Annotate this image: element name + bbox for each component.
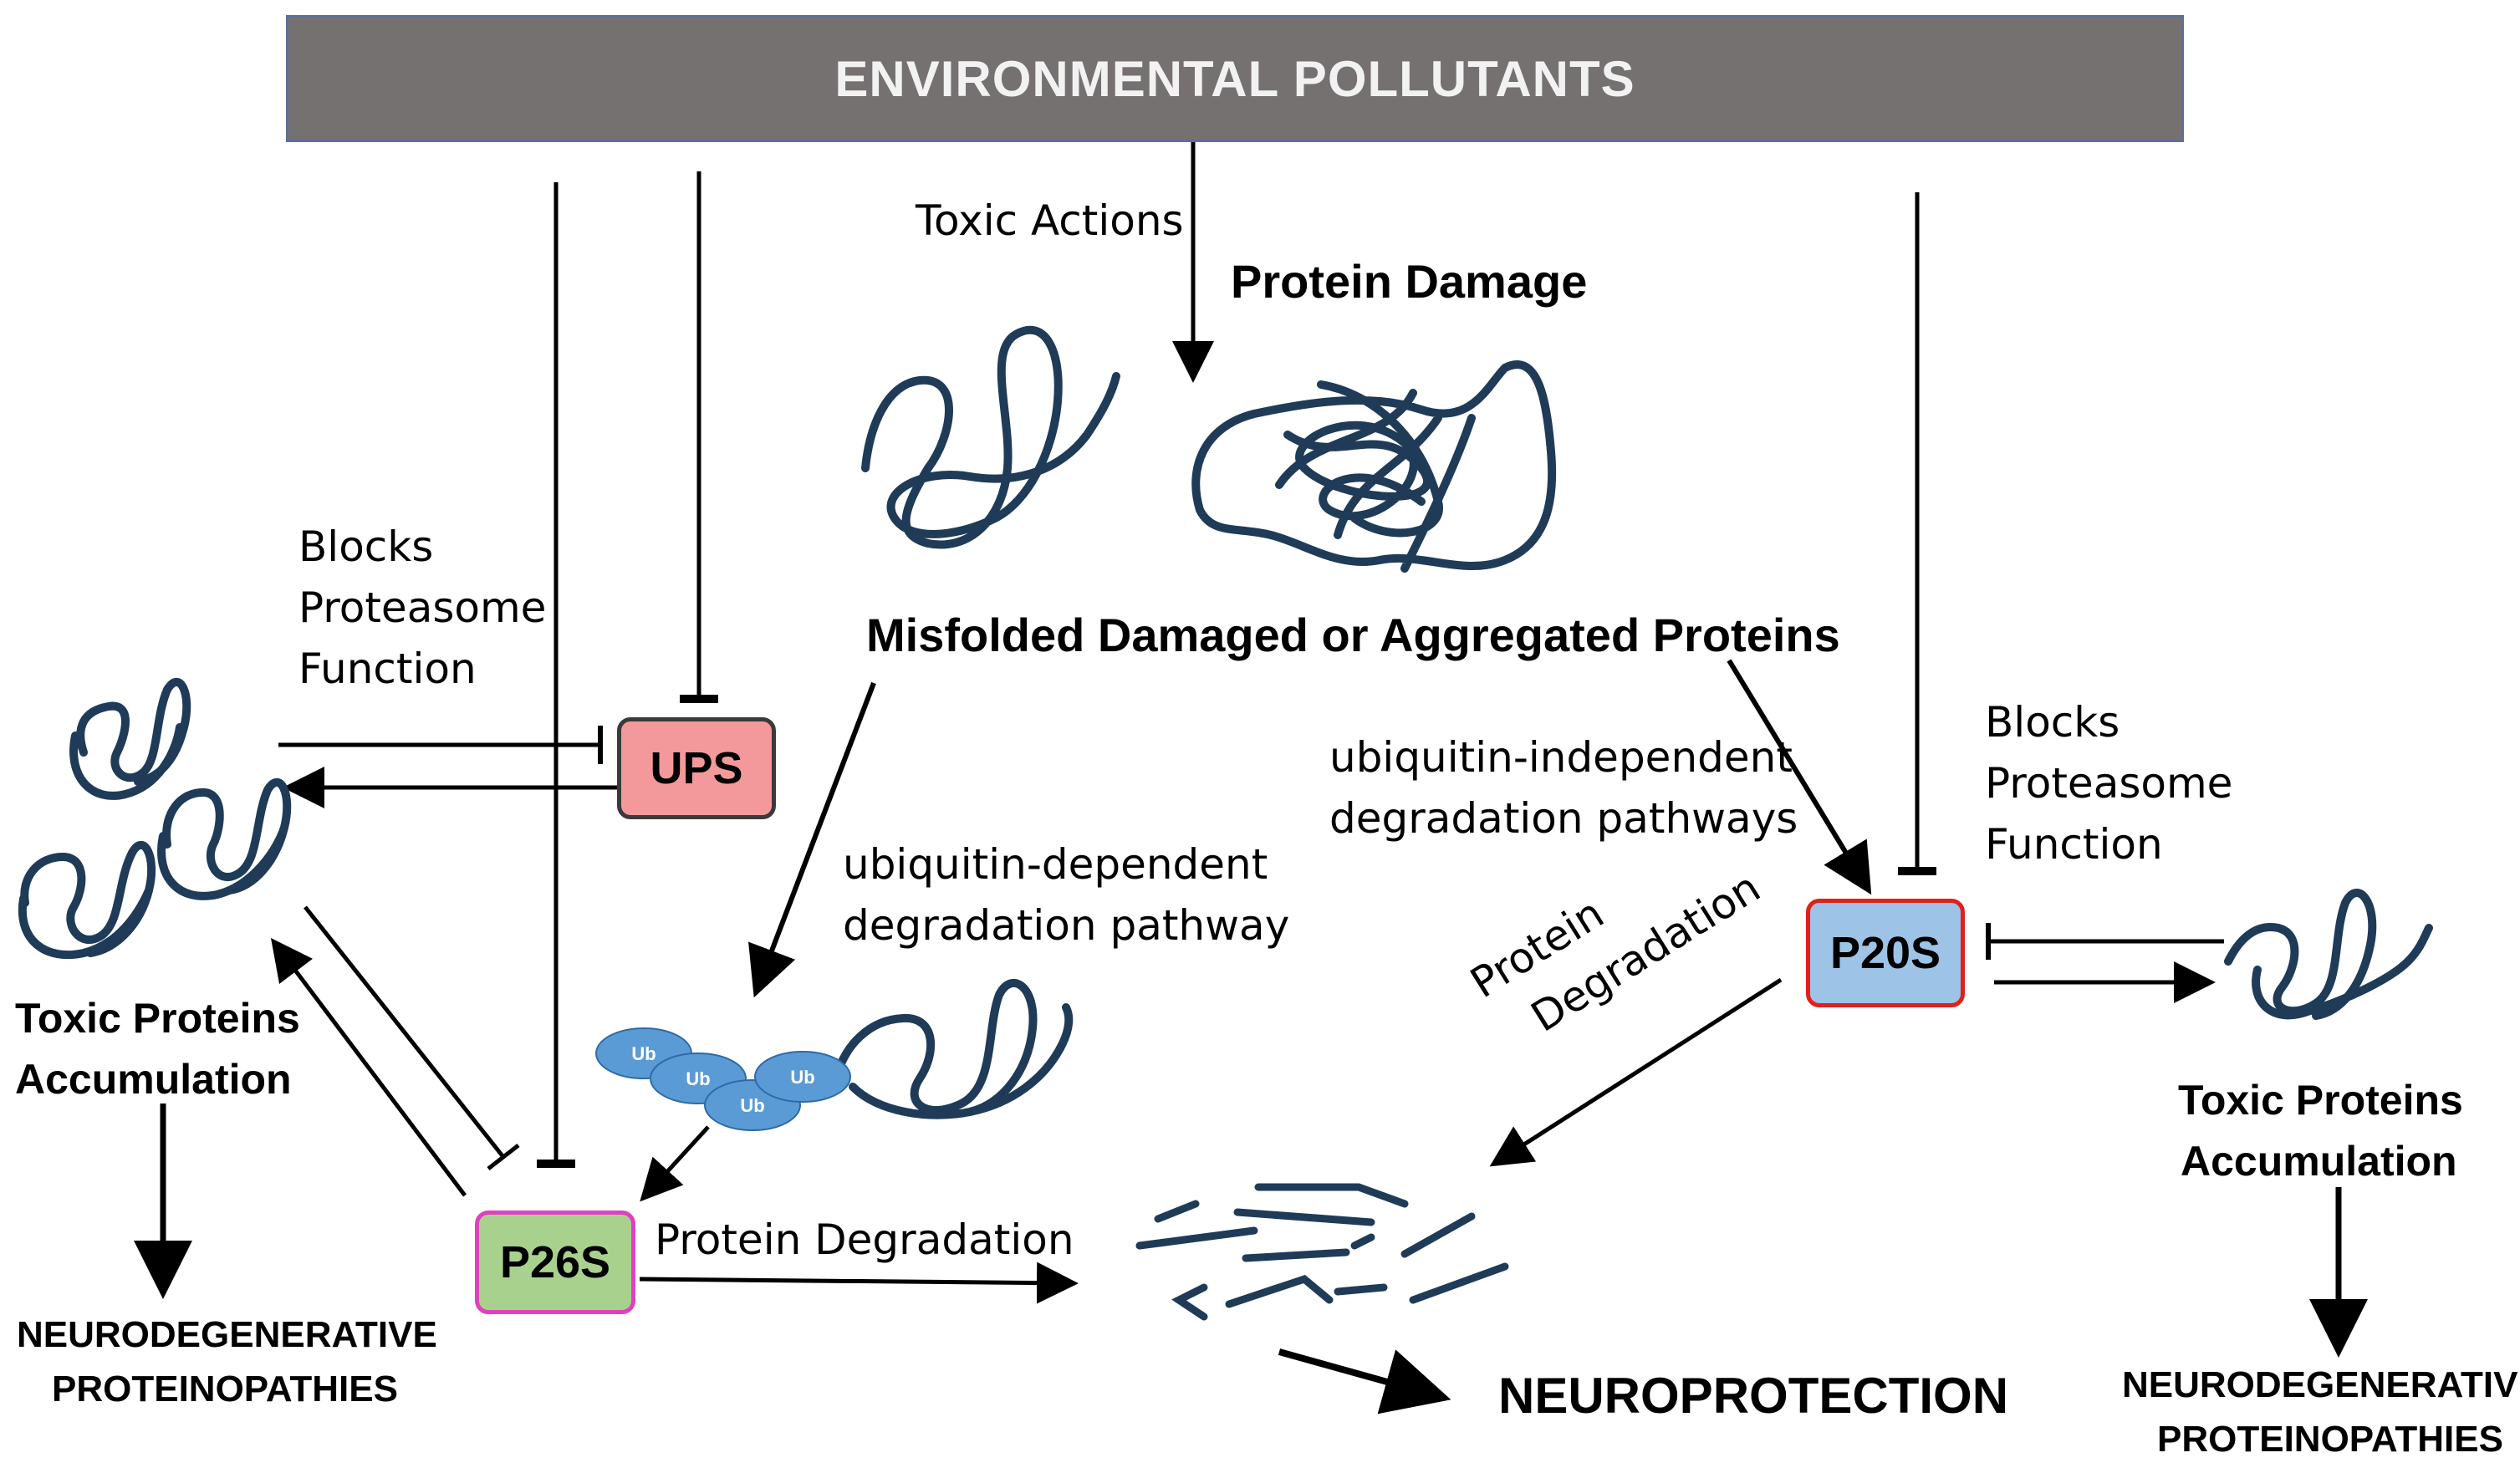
ub-dependent-line2: degradation pathway xyxy=(843,901,1290,950)
peptide-fragment-icon xyxy=(1135,1226,1258,1250)
right-blocks-line2: Proteasome xyxy=(1985,759,2233,808)
environmental-pollutants-banner: ENVIRONMENTAL POLLUTANTS xyxy=(286,15,2184,142)
banner-title: ENVIRONMENTAL POLLUTANTS xyxy=(834,50,1635,107)
ub-to-p26s-arrow-icon xyxy=(640,1125,710,1202)
ubiquitin-cluster: Ub Ub Ub Ub xyxy=(595,1027,851,1131)
right-blocks-line3: Function xyxy=(1985,820,2163,869)
ub-label: Ub xyxy=(740,1095,764,1116)
ub-dependent-arrow-icon xyxy=(748,681,876,998)
protein-damage-label: Protein Damage xyxy=(1231,255,1588,308)
ubiquitin-icon xyxy=(754,1051,851,1103)
left-outcome-line2: PROTEINOPATHIES xyxy=(52,1369,398,1409)
left-blocks-line3: Function xyxy=(298,645,477,693)
ub-label: Ub xyxy=(631,1043,656,1064)
right-outcome-line2: PROTEINOPATHIES xyxy=(2157,1419,2503,1460)
degradation-left-label: Protein Degradation xyxy=(655,1216,1074,1264)
peptide-fragment-icon xyxy=(1242,1248,1350,1262)
left-blocks-line1: Blocks xyxy=(298,522,434,571)
toxic-inhibit-p26s-line xyxy=(304,905,505,1159)
protein-coil-icon xyxy=(861,325,1120,549)
peptide-fragment-icon xyxy=(1225,1274,1334,1308)
ups-box: UPS xyxy=(617,717,776,819)
peptide-fragment-icon xyxy=(1154,1200,1200,1223)
toxic-actions-label: Toxic Actions xyxy=(916,196,1184,245)
right-toxic-line2: Accumulation xyxy=(2181,1138,2457,1185)
inhibition-bar-icon xyxy=(487,1144,520,1170)
peptide-fragments xyxy=(1135,1183,1509,1321)
peptide-fragment-icon xyxy=(1171,1283,1208,1321)
neuroprotection-label: NEUROPROTECTION xyxy=(1498,1368,2009,1424)
p26s-degradation-arrow-icon xyxy=(639,1262,1079,1304)
peptide-fragment-icon xyxy=(1334,1283,1388,1296)
p26s-box: P26S xyxy=(475,1211,635,1314)
left-outcome-line1: NEURODEGENERATIVE xyxy=(17,1314,437,1355)
ub-independent-line2: degradation pathways xyxy=(1329,794,1798,843)
protein-coil-icon xyxy=(157,777,292,900)
protein-coil-icon xyxy=(832,979,1074,1119)
ub-independent-line1: ubiquitin-independent xyxy=(1329,733,1793,782)
peptide-fragment-icon xyxy=(1400,1212,1476,1258)
ub-dependent-line1: ubiquitin-dependent xyxy=(843,840,1268,889)
ub-label: Ub xyxy=(686,1068,710,1089)
p20s-box: P20S xyxy=(1806,899,1965,1007)
protein-coil-icon xyxy=(2224,889,2433,1020)
right-toxic-line1: Toxic Proteins xyxy=(2178,1077,2463,1124)
ub-independent-arrow-icon xyxy=(1727,659,1872,895)
ub-label: Ub xyxy=(790,1067,814,1088)
right-blocks-line1: Blocks xyxy=(1985,698,2120,747)
peptide-fragment-icon xyxy=(1350,1233,1375,1250)
protein-coil-icon xyxy=(18,840,156,960)
left-toxic-line1: Toxic Proteins xyxy=(15,995,300,1042)
peptide-fragment-icon xyxy=(1254,1183,1409,1208)
left-blocks-line2: Proteasome xyxy=(298,584,547,632)
aggregate-icon xyxy=(1191,360,1557,573)
misfolded-label: Misfolded Damaged or Aggregated Proteins xyxy=(866,609,1840,661)
left-toxic-line2: Accumulation xyxy=(15,1056,292,1103)
neuroprotection-arrow-icon xyxy=(1278,1348,1451,1414)
peptide-fragment-icon xyxy=(1409,1262,1509,1304)
protein-coil-icon xyxy=(69,677,191,800)
p26s-to-toxic-arrow-icon xyxy=(270,938,467,1197)
p20s-degradation-arrow-icon xyxy=(1489,977,1783,1167)
peptide-fragment-icon xyxy=(1233,1208,1375,1226)
inhibition-lines xyxy=(537,171,1936,1168)
right-outcome-line1: NEURODEGENERATIVE xyxy=(2122,1364,2520,1405)
